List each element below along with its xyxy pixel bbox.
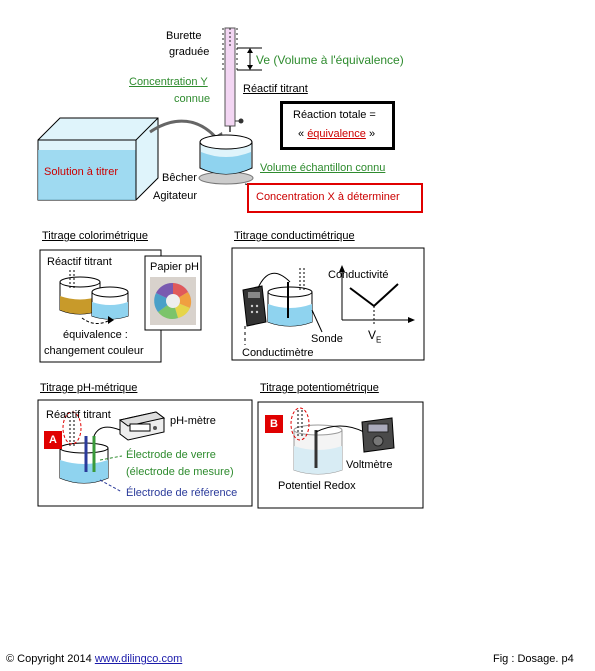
voltmeter-device [361,417,395,453]
colorimetric-equivalence-line2: changement couleur [44,345,144,357]
phmetric-beaker [59,411,123,493]
conductimetric-title: Titrage conductimétrique [234,230,355,242]
electrode-verre-line1: Électrode de verre [126,449,216,461]
conductimetric-beaker [267,268,323,333]
concentration-y-label: Concentration Y [129,76,208,88]
conductimeter-device [242,272,291,345]
ve-label: Ve (Volume à l'équivalence) [256,53,404,67]
badge-b: B [265,415,283,433]
colorimetric-title: Titrage colorimétrique [42,230,148,242]
transfer-arrow [149,119,220,141]
solution-a-titrer-label: Solution à titrer [44,166,118,178]
concentration-y-label-line2: connue [174,93,211,105]
potentiel-redox-label: Potentiel Redox [278,480,356,492]
ve-sub: E [376,335,382,345]
volume-echantillon-label: Volume échantillon connu [260,162,386,174]
burette-label-line2: graduée [169,46,210,58]
conductivity-graph [339,265,415,326]
reaction-totale-line2: « équivalence » [298,128,375,141]
phmetre-label: pH-mètre [170,415,216,427]
ve-axis-label: VE [368,329,381,346]
reaction-totale-box: Réaction totale = « équivalence » [280,101,395,150]
phmeter-device [118,411,166,441]
electrode-reference-label: Électrode de référence [126,487,238,499]
figure-reference: Fig : Dosage. p4 [493,653,574,665]
beaker-top [198,134,254,185]
electrode-verre-line2: (électrode de mesure) [126,466,234,478]
conductivite-label: Conductivité [328,269,389,281]
voltmetre-label: Voltmètre [346,459,393,471]
phmetric-title: Titrage pH-métrique [40,382,138,394]
copyright-text: © Copyright 2014 [6,653,95,665]
concentration-x-box: Concentration X à déterminer [247,183,423,213]
burette-label-line1: Burette [166,30,202,42]
ve-main: V [368,328,377,342]
ve-arrow [237,47,262,71]
equivalence-term: équivalence [307,128,366,140]
burette [222,27,244,132]
footer-copyright: © Copyright 2014 www.dilingco.com [6,653,182,666]
quote-close: » [365,128,376,140]
colorimetric-equivalence-line1: équivalence : [63,329,128,341]
concentration-x-label: Concentration X à déterminer [256,191,400,203]
reaction-totale-line1: Réaction totale = [293,109,376,121]
potentiometric-beaker [290,407,365,475]
becher-label: Bêcher [162,172,197,184]
sonde-label: Sonde [311,333,343,345]
agitateur-label: Agitateur [153,190,198,202]
ph-color-wheel [150,277,196,325]
colorimetric-reactif-label: Réactif titrant [47,256,112,268]
ph-paper-label: Papier pH [150,261,199,273]
site-link[interactable]: www.dilingco.com [94,653,183,665]
conductimetre-label: Conductimètre [242,347,314,359]
badge-a: A [44,431,62,449]
potentiometric-title: Titrage potentiométrique [260,382,379,394]
solution-tank [37,117,159,201]
quote-open: « [298,128,308,140]
reactif-titrant-label: Réactif titrant [243,83,308,95]
colorimetric-beakers [59,270,129,324]
phmetric-reactif-label: Réactif titrant [46,409,111,421]
